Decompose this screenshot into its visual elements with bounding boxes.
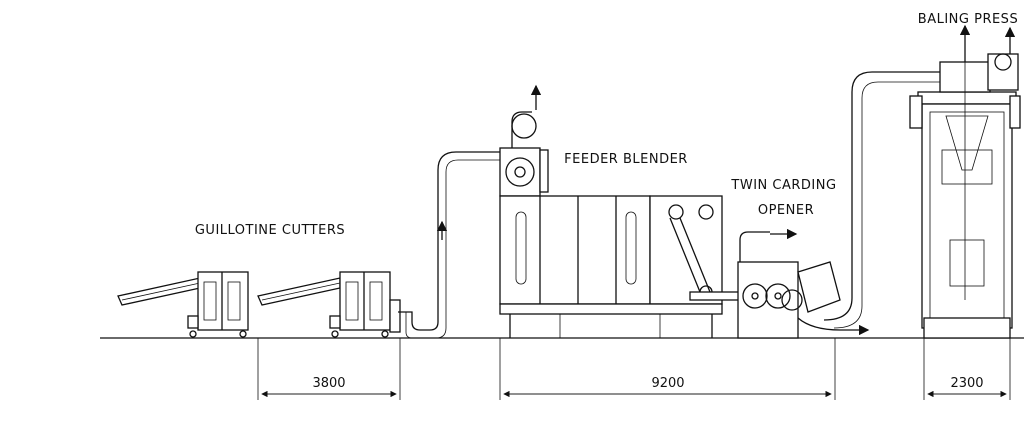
label-baling-press: BALING PRESS	[918, 12, 1018, 27]
label-twin-carding: TWIN CARDING	[730, 178, 836, 193]
guillotine-cutter-1	[117, 271, 249, 338]
dimension-lines	[257, 338, 1011, 400]
baling-press	[909, 24, 1021, 339]
transport-duct-2	[823, 71, 940, 329]
label-guillotine-cutters: GUILLOTINE CUTTERS	[195, 223, 345, 238]
label-opener: OPENER	[758, 203, 814, 218]
label-feeder-blender: FEEDER BLENDER	[564, 152, 688, 167]
feeder-blender	[499, 84, 723, 338]
dimension-2300: 2300	[950, 376, 983, 391]
transport-duct-1	[398, 151, 500, 339]
twin-carding-opener	[689, 228, 870, 339]
dimension-9200: 9200	[651, 376, 684, 391]
guillotine-cutter-2	[257, 271, 401, 338]
dimension-3800: 3800	[312, 376, 345, 391]
